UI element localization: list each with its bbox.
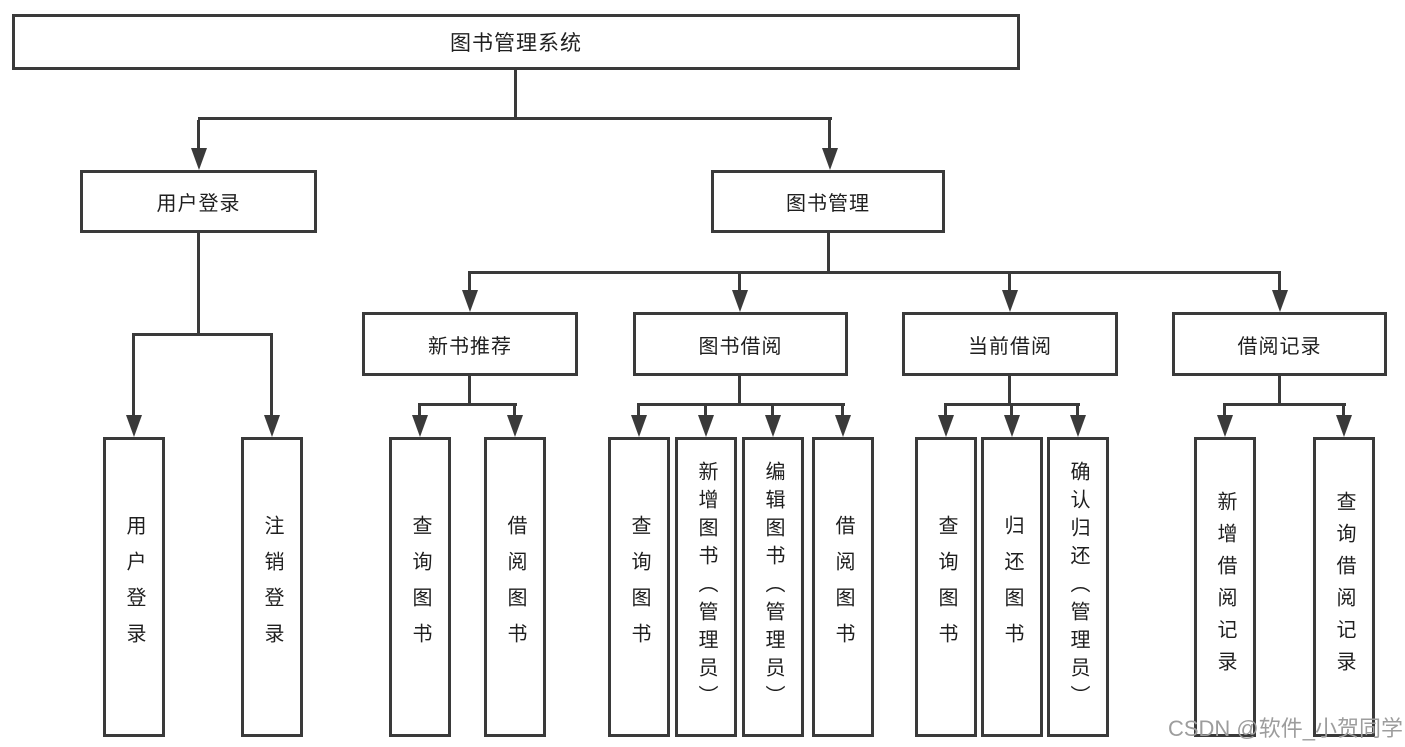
- arrow-down-icon: [507, 415, 523, 437]
- arrow-down-icon: [835, 415, 851, 437]
- trunk-line: [468, 376, 471, 403]
- leaf-user-login-label: 用户登录: [123, 515, 145, 659]
- stem-line: [132, 336, 135, 415]
- arrow-down-icon: [732, 290, 748, 312]
- node-root: 图书管理系统: [12, 14, 1020, 70]
- leaf-add-book-label: 新增图书（管理员）: [695, 461, 717, 713]
- stem-line: [1223, 406, 1226, 415]
- arrow-down-icon: [938, 415, 954, 437]
- node-user-login-label: 用户登录: [156, 193, 241, 215]
- leaf-add-borrow-record-label: 新增借阅记录: [1214, 491, 1236, 683]
- leaf-borrow-book-borrow-label: 借阅图书: [832, 515, 854, 659]
- leaf-logout: 注销登录: [241, 437, 303, 737]
- arrow-down-icon: [1272, 290, 1288, 312]
- stem-line: [704, 406, 707, 415]
- leaf-return-book-label: 归还图书: [1001, 515, 1023, 659]
- stem-line: [1278, 274, 1281, 290]
- leaf-logout-label: 注销登录: [261, 515, 283, 659]
- leaf-return-book: 归还图书: [981, 437, 1043, 737]
- arrow-down-icon: [1004, 415, 1020, 437]
- trunk-line: [197, 233, 200, 333]
- leaf-query-book-borrow: 查询图书: [608, 437, 670, 737]
- stem-line: [1010, 406, 1013, 415]
- trunk-line: [738, 376, 741, 403]
- arrow-down-icon: [631, 415, 647, 437]
- leaf-edit-book-label: 编辑图书（管理员）: [762, 461, 784, 713]
- trunk-line: [514, 68, 517, 117]
- leaf-user-login: 用户登录: [103, 437, 165, 737]
- node-new-book-rec: 新书推荐: [362, 312, 578, 376]
- arrow-down-icon: [1336, 415, 1352, 437]
- stem-line: [1076, 406, 1079, 415]
- stem-line: [513, 406, 516, 415]
- leaf-add-borrow-record: 新增借阅记录: [1194, 437, 1256, 737]
- stem-line: [270, 336, 273, 415]
- trunk-line: [1008, 376, 1011, 403]
- leaf-add-book: 新增图书（管理员）: [675, 437, 737, 737]
- node-book-mgmt: 图书管理: [711, 170, 945, 233]
- arrow-down-icon: [126, 415, 142, 437]
- leaf-query-book-new: 查询图书: [389, 437, 451, 737]
- node-borrow-record: 借阅记录: [1172, 312, 1387, 376]
- leaf-query-book-current: 查询图书: [915, 437, 977, 737]
- node-root-label: 图书管理系统: [450, 32, 582, 55]
- stem-line: [197, 120, 200, 148]
- node-user-login: 用户登录: [80, 170, 317, 233]
- arrow-down-icon: [462, 290, 478, 312]
- arrow-down-icon: [1217, 415, 1233, 437]
- leaf-query-book-new-label: 查询图书: [409, 515, 431, 659]
- leaf-confirm-return-label: 确认归还（管理员）: [1067, 461, 1089, 713]
- leaf-query-borrow-record-label: 查询借阅记录: [1333, 491, 1355, 683]
- junction-line: [198, 117, 832, 120]
- leaf-query-borrow-record: 查询借阅记录: [1313, 437, 1375, 737]
- trunk-line: [1278, 376, 1281, 403]
- leaf-borrow-book-borrow: 借阅图书: [812, 437, 874, 737]
- leaf-confirm-return: 确认归还（管理员）: [1047, 437, 1109, 737]
- node-book-mgmt-label: 图书管理: [786, 193, 870, 215]
- stem-line: [771, 406, 774, 415]
- leaf-borrow-book-new-label: 借阅图书: [504, 515, 526, 659]
- leaf-query-book-current-label: 查询图书: [935, 515, 957, 659]
- stem-line: [1342, 406, 1345, 415]
- stem-line: [418, 406, 421, 415]
- stem-line: [841, 406, 844, 415]
- arrow-down-icon: [1070, 415, 1086, 437]
- junction-line: [132, 333, 273, 336]
- leaf-edit-book: 编辑图书（管理员）: [742, 437, 804, 737]
- arrow-down-icon: [1002, 290, 1018, 312]
- stem-line: [738, 274, 741, 290]
- node-current-borrow: 当前借阅: [902, 312, 1118, 376]
- arrow-down-icon: [412, 415, 428, 437]
- stem-line: [944, 406, 947, 415]
- leaf-borrow-book-new: 借阅图书: [484, 437, 546, 737]
- node-borrow-record-label: 借阅记录: [1237, 335, 1322, 358]
- leaf-query-book-borrow-label: 查询图书: [628, 515, 650, 659]
- stem-line: [468, 274, 471, 290]
- node-book-borrow: 图书借阅: [633, 312, 848, 376]
- stem-line: [1008, 274, 1011, 290]
- junction-line: [944, 403, 1080, 406]
- stem-line: [637, 406, 640, 415]
- trunk-line: [827, 233, 830, 271]
- junction-line: [1223, 403, 1346, 406]
- arrow-down-icon: [822, 148, 838, 170]
- node-book-borrow-label: 图书借阅: [698, 335, 783, 358]
- arrow-down-icon: [191, 148, 207, 170]
- stem-line: [828, 120, 831, 148]
- arrow-down-icon: [765, 415, 781, 437]
- arrow-down-icon: [698, 415, 714, 437]
- junction-line: [468, 271, 1281, 274]
- csdn-watermark: CSDN @软件_小贺同学: [1167, 716, 1403, 741]
- junction-line: [418, 403, 517, 406]
- junction-line: [637, 403, 845, 406]
- arrow-down-icon: [264, 415, 280, 437]
- node-current-borrow-label: 当前借阅: [968, 335, 1052, 358]
- node-new-book-rec-label: 新书推荐: [428, 335, 512, 358]
